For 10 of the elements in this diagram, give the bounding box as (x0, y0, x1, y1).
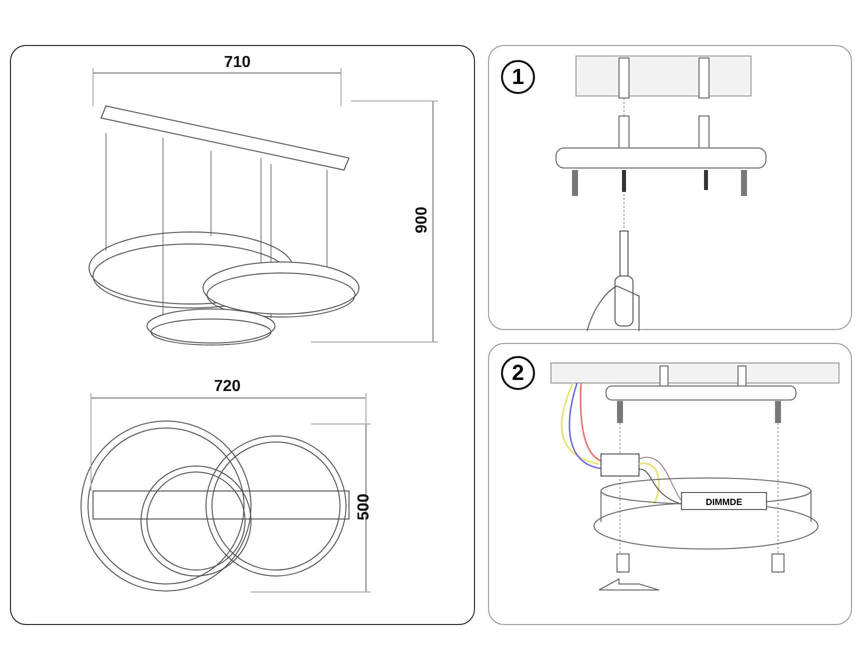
instruction-panel (488, 343, 852, 625)
step-number: 1 (501, 60, 535, 94)
instruction-panel (488, 45, 852, 330)
dimension-value: 900 (413, 206, 432, 234)
instruction-panel (10, 45, 475, 625)
dimension-value: 500 (355, 494, 374, 520)
step-number: 2 (501, 356, 535, 390)
dimension-value: 710 (224, 54, 251, 72)
dimension-value: 720 (214, 378, 241, 396)
driver-unit: DIMMDE (681, 492, 767, 510)
